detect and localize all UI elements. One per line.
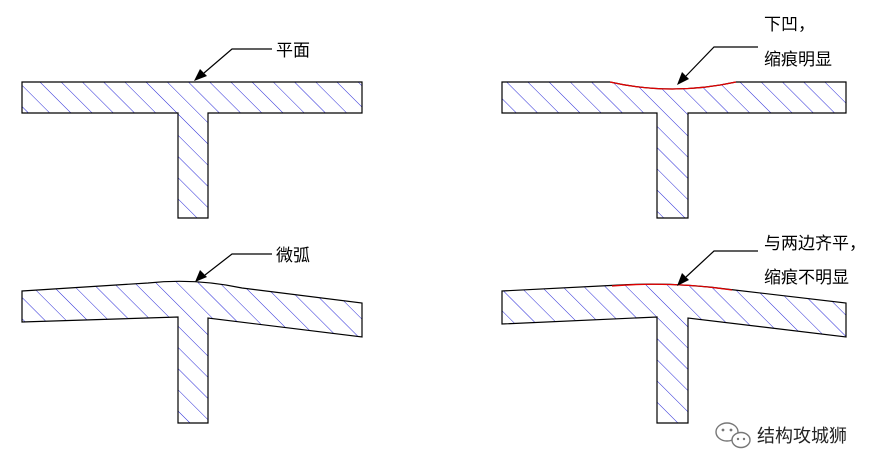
- watermark-text: 结构攻城狮: [757, 426, 847, 447]
- sink-leader-line: [685, 46, 758, 77]
- level-sink-mark: [611, 283, 733, 291]
- panel-arc: 微弧: [21, 246, 363, 424]
- sink-tee-section: [501, 81, 847, 219]
- arc-tee-section: [21, 280, 363, 424]
- flat-leader-line: [203, 48, 272, 74]
- level-label-line2: 缩痕不明显: [764, 268, 849, 288]
- sink-label-line2: 缩痕明显: [764, 50, 832, 70]
- wechat-icon: [715, 422, 751, 449]
- panel-flat: 平面: [21, 41, 363, 219]
- arc-leader-line: [204, 253, 272, 276]
- flat-tee-section: [21, 81, 363, 219]
- watermark: 结构攻城狮: [715, 422, 847, 449]
- flat-arrowhead: [194, 69, 207, 81]
- sink-arrowhead: [677, 72, 689, 85]
- level-arrowhead: [677, 273, 689, 286]
- flat-label: 平面: [276, 41, 310, 61]
- sink-label-line1: 下凹，: [764, 15, 815, 35]
- level-leader-line: [685, 250, 758, 278]
- panel-sink: 下凹， 缩痕明显: [501, 15, 847, 219]
- level-tee-section: [501, 283, 847, 424]
- sink-mark: [609, 81, 737, 90]
- arc-arrowhead: [195, 270, 207, 282]
- panel-level: 与两边齐平， 缩痕不明显: [501, 234, 866, 424]
- arc-label: 微弧: [276, 246, 310, 266]
- level-label-line1: 与两边齐平，: [764, 234, 866, 254]
